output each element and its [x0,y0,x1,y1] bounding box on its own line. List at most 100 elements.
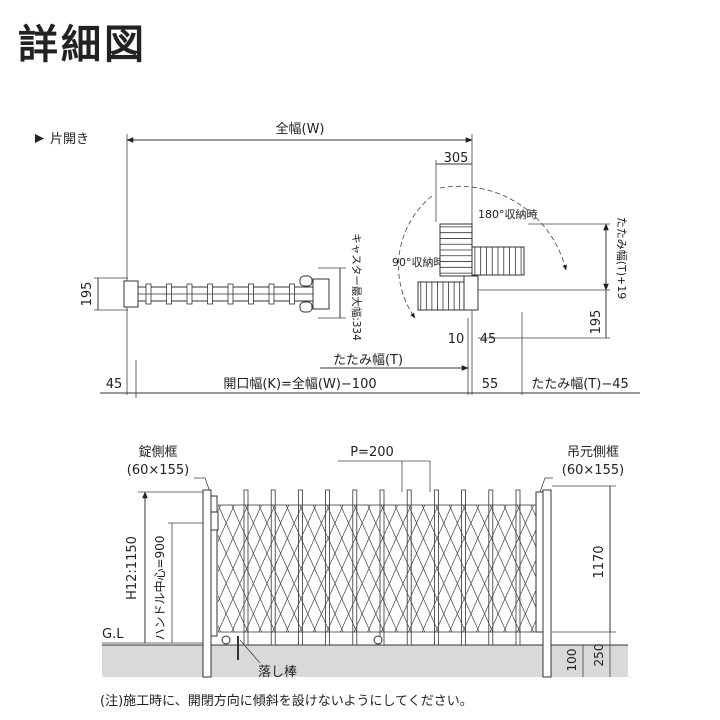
label-180: 180°収納時 [478,208,538,221]
lattice-diagonal [340,505,398,632]
lattice-diagonal [435,505,494,632]
lattice-diagonal [231,505,290,632]
lattice-diagonal [626,505,683,632]
dim-195-left: 195 [80,282,95,307]
lattice-diagonal [626,505,683,632]
lattice-diagonal [299,505,358,632]
lattice-diagonal [394,505,453,632]
lock-post-plan [123,280,139,308]
hinge-post-plan [312,278,330,310]
dim-55: 55 [482,377,499,392]
lattice-diagonal [708,505,720,632]
caster-wheel-icon [373,635,383,645]
lock-frame-label: 錠側框 [138,445,177,460]
handle-center: ハンドル中心=900 [152,536,167,641]
lattice-diagonal [694,505,720,632]
dim-100: 100 [565,649,579,672]
lattice-diagonal [448,505,507,632]
mode-marker-icon [35,134,44,143]
top-view: 片開き 全幅(W) 305 180°収納時 90°収納時 195 キャスター最大… [35,121,640,398]
lattice-diagonal [476,505,534,632]
note: (注)施工時に、開閉方向に傾斜を設けないようにしてください。 [100,693,473,709]
hinge-post [542,489,552,678]
drop-rod-leader [239,639,261,664]
fold-180-bars [474,247,522,275]
lattice-diagonal [244,505,303,632]
lattice-diagonal [516,505,536,548]
lattice-diagonal [612,505,669,632]
plan-bars [138,283,313,305]
lock-frame [210,495,218,637]
dim-1170: 1170 [592,545,607,578]
lattice-diagonal [599,505,656,632]
caster-top-icon [299,275,313,287]
lattice-diagonal [218,505,276,632]
pitch-label: P=200 [350,445,394,460]
lattice-diagonal [462,505,521,632]
lattice-diagonal [258,505,317,632]
lattice-diagonal [516,589,536,632]
dim-45-a: 45 [480,332,497,347]
lattice-diagonal [380,505,439,632]
lattice-diagonal [667,505,720,632]
ground-label: G.L [102,627,124,642]
lattice-diagonal [680,505,720,632]
lattice-diagonal [312,505,371,632]
swing-90-arc [398,195,433,319]
lattice-diagonal [421,505,480,632]
dim-10: 10 [448,332,465,347]
lattice-diagonal [285,505,344,632]
lattice-diagonal [408,505,466,632]
fold-width-plus: たたみ幅(T)+19 [615,217,628,300]
drop-rod-label: 落し棒 [258,665,297,680]
lattice-diagonal [367,505,426,632]
lock-frame-size: (60×155) [127,463,189,478]
label-90: 90°収納時 [392,256,445,269]
lattice-diagonal [218,505,249,573]
fold-90-bars [440,226,472,274]
lattice-diagonal [489,528,536,632]
dim-305: 305 [444,151,469,166]
hinge-frame-leader [539,477,553,493]
lattice-diagonal [694,505,720,632]
dim-195-right: 195 [589,310,604,335]
lattice-diagonal [612,505,669,632]
fold-minus: たたみ幅(T)−45 [531,377,629,392]
caster-bottom-icon [299,301,313,313]
swing-180-arc [439,185,567,271]
hinge-frame-size: (60×155) [562,463,624,478]
hinge-post-right-plan [463,275,479,311]
lattice-diagonal [653,505,710,632]
lattice-diagonal [653,505,710,632]
caster-wheel-icon [221,635,231,645]
lattice-diagonal [640,505,697,632]
mode-label: 片開き [50,132,89,147]
dim-250: 250 [592,644,606,667]
ground [102,645,628,677]
lattice-diagonal [503,559,536,632]
overall-width-label: 全幅(W) [276,121,325,137]
lattice-diagonal [272,505,330,632]
lattice-diagonal [708,505,720,632]
hinge-frame [535,491,544,633]
lock-frame-leader [194,477,211,493]
height-h12: H12:1150 [125,536,140,600]
handle-icon [210,511,219,531]
lattice-diagonal [667,505,720,632]
dim-45-left: 45 [106,377,123,392]
opening-width: 開口幅(K)=全幅(W)−100 [223,376,376,392]
lattice-diagonal [680,505,720,632]
caster-max: キャスター最大幅:334 [350,233,363,341]
lattice-diagonal [326,505,385,632]
lock-post [202,489,212,678]
lattice-diagonal [218,505,262,603]
gate-lattice [218,489,720,646]
lattice-diagonal [218,594,235,632]
front-view: 錠側框 (60×155) P=200 吊元側框 (60×155) G.L H12… [102,445,720,680]
page-title: 詳細図 [18,22,147,68]
lattice-diagonal [218,505,235,543]
hinge-frame-label: 吊元側框 [567,445,619,460]
lattice-diagonal [353,505,412,632]
fold-width: たたみ幅(T) [333,353,403,368]
